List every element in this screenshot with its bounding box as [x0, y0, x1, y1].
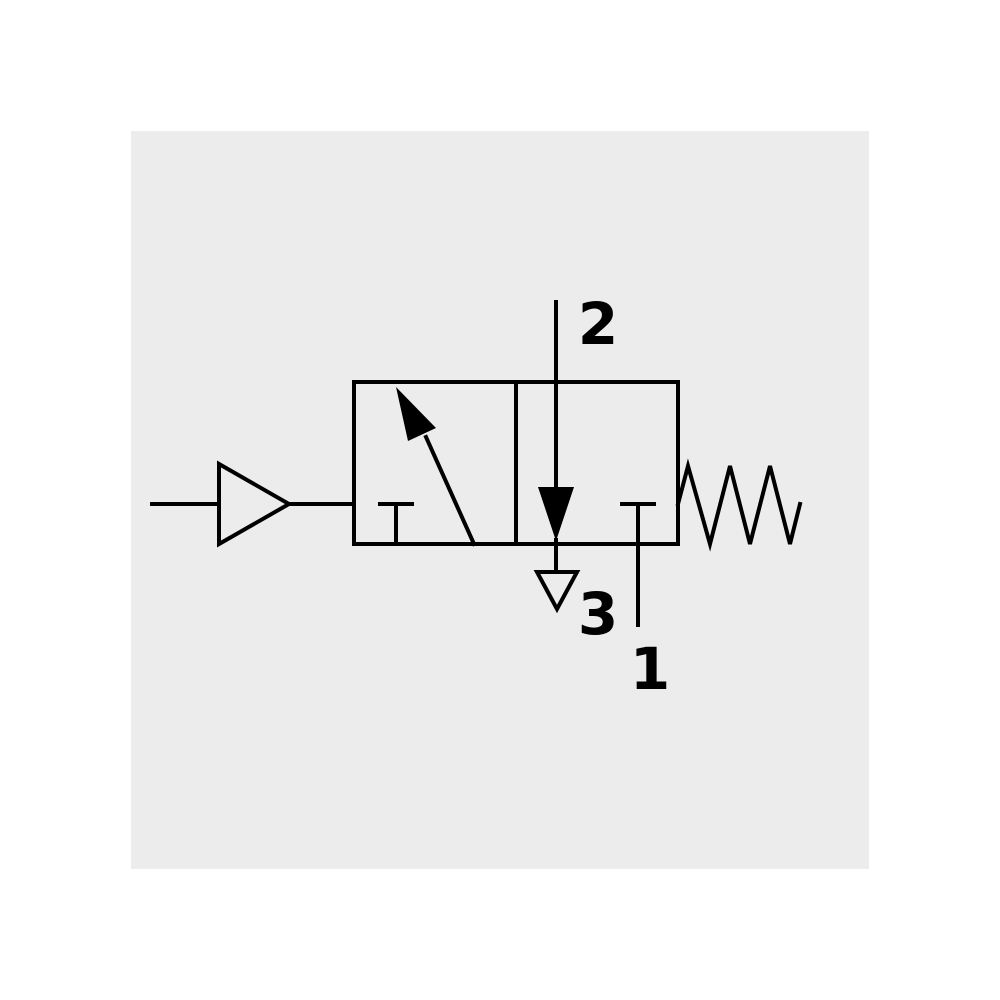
pilot-triangle-icon	[217, 460, 294, 548]
port-2-label: 2	[578, 290, 618, 358]
blocked-port-icon	[378, 502, 414, 546]
port-3-label: 3	[578, 580, 618, 648]
spring-icon	[675, 458, 803, 552]
port-2-arrow-head	[538, 487, 574, 541]
flow-arrow-head	[396, 387, 436, 441]
flow-arrow-icon	[423, 434, 477, 547]
diagram-panel	[131, 131, 869, 869]
port-1-label: 1	[630, 635, 670, 703]
exhaust-triangle-icon	[533, 570, 581, 614]
blocked-port-icon	[620, 502, 656, 627]
